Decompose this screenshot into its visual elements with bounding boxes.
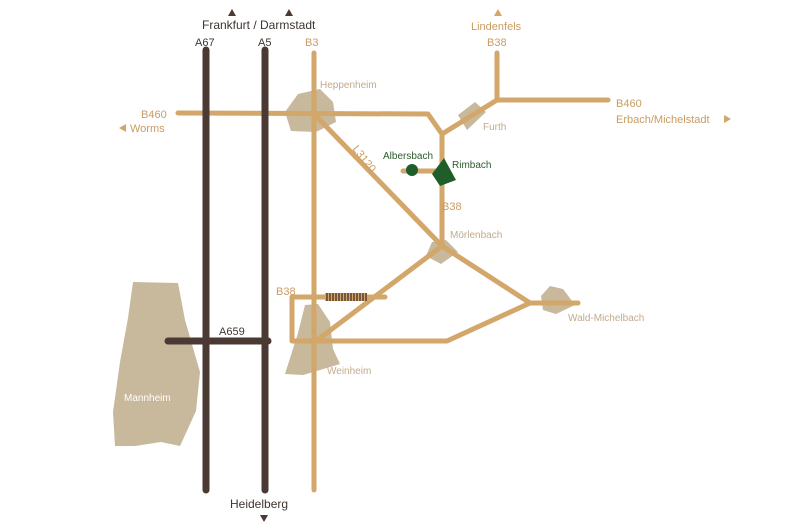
arrow-up-lindenfels-icon (494, 9, 502, 16)
rimbach-marker (432, 158, 456, 186)
label-a659: A659 (219, 326, 245, 338)
direction-frankfurt-darmstadt: Frankfurt / Darmstadt (202, 18, 316, 32)
label-b38-mid: B38 (442, 201, 462, 213)
b460-road (175, 97, 611, 137)
b38-main-road (289, 131, 445, 344)
arrow-right-erbach-icon (724, 115, 731, 123)
direction-worms: Worms (130, 123, 165, 135)
wald-michelbach-area (541, 286, 575, 314)
label-b38-west: B38 (276, 286, 296, 298)
arrow-up-frankfurt-icon (228, 9, 236, 16)
label-wald-michelbach: Wald-Michelbach (568, 313, 644, 324)
label-albersbach: Albersbach (383, 151, 433, 162)
label-b38-north: B38 (487, 37, 507, 49)
tunnel-marker (325, 293, 367, 301)
moerlenbach-area (426, 240, 458, 264)
arrow-down-heidelberg-icon (260, 515, 268, 522)
label-weinheim: Weinheim (327, 366, 371, 377)
albersbach-marker (406, 164, 418, 176)
label-moerlenbach: Mörlenbach (450, 230, 502, 241)
mannheim-area (113, 282, 200, 446)
l3120-road (313, 113, 445, 249)
label-rimbach: Rimbach (452, 160, 491, 171)
label-furth: Furth (483, 122, 506, 133)
label-a67: A67 (195, 37, 215, 49)
direction-lindenfels: Lindenfels (471, 21, 522, 33)
arrow-left-worms-icon (119, 124, 126, 132)
label-b3: B3 (305, 37, 318, 49)
weinheim-wald-michelbach-road (313, 300, 533, 344)
label-l3120: L3120 (350, 143, 378, 174)
direction-erbach-michelstadt: Erbach/Michelstadt (616, 114, 710, 126)
label-b460-east: B460 (616, 98, 642, 110)
label-b460-west: B460 (141, 109, 167, 121)
label-heppenheim: Heppenheim (320, 80, 377, 91)
label-a5: A5 (258, 37, 271, 49)
direction-heidelberg: Heidelberg (230, 497, 288, 511)
label-mannheim: Mannheim (124, 393, 171, 404)
arrow-up-darmstadt-icon (285, 9, 293, 16)
